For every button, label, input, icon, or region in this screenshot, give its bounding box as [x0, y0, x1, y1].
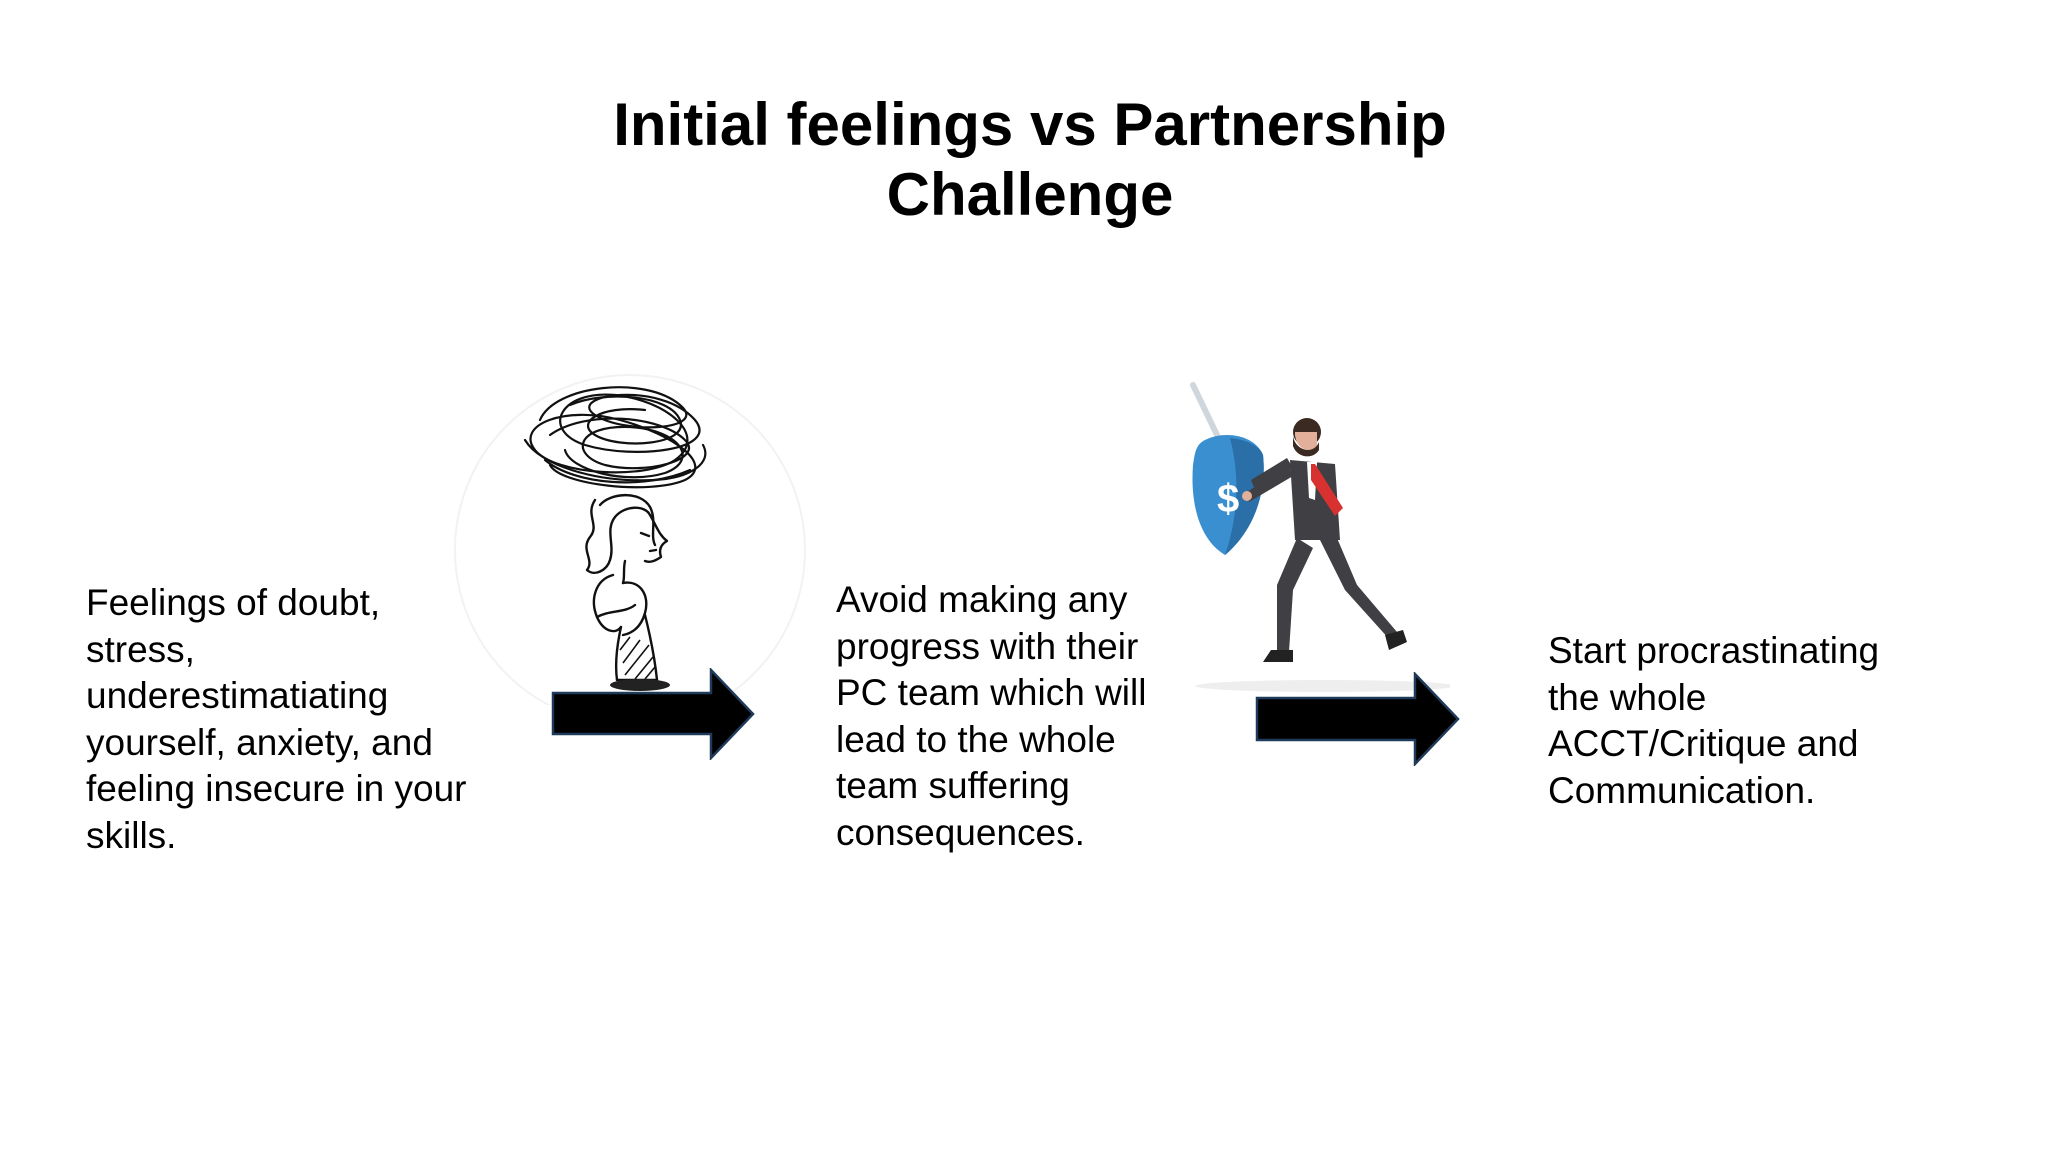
step-2-text: Avoid making any progress with their PC …	[836, 579, 1147, 853]
slide-title: Initial feelings vs Partnership Challeng…	[480, 90, 1580, 230]
arrow-right-icon	[551, 668, 755, 760]
stressed-person-scribble-cloud-icon	[454, 374, 806, 705]
businessman-with-sword-and-shield-icon: $	[1190, 382, 1450, 692]
title-line-2: Challenge	[886, 161, 1174, 228]
shield-dollar-symbol: $	[1217, 477, 1239, 521]
arrow-right-icon	[1255, 672, 1460, 766]
step-1-text: Feelings of doubt, stress, underestimati…	[86, 582, 467, 856]
title-line-1: Initial feelings vs Partnership	[613, 91, 1447, 158]
step-3-text: Start procrastinating the whole ACCT/Cri…	[1548, 630, 1880, 811]
